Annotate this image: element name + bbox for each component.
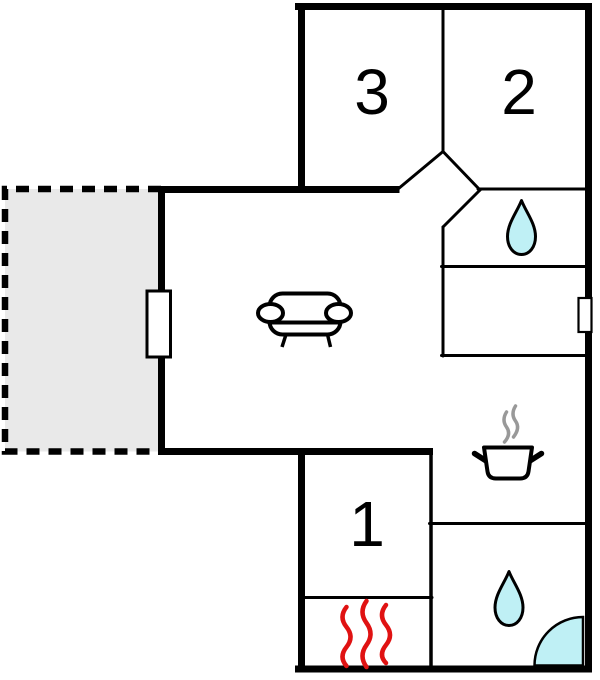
heat-wave-2 <box>360 598 373 670</box>
sofa-leg-left <box>280 333 288 348</box>
sauna-heat-icon <box>340 598 393 670</box>
heat-wave-1 <box>340 604 353 669</box>
interior-walls <box>301 6 589 668</box>
cooking-pot-icon <box>471 445 545 481</box>
shower-quarter-icon <box>533 615 585 667</box>
water-drop-icon-upper <box>506 199 537 256</box>
room-2-label: 2 <box>501 56 537 128</box>
water-drop-icon-lower <box>493 570 525 627</box>
door-icon <box>145 289 172 359</box>
pot-handle-right <box>527 450 545 464</box>
heat-wave-3 <box>379 602 393 666</box>
pot-body <box>482 445 534 481</box>
window-icon <box>577 296 593 334</box>
steam-wave-left <box>502 410 511 444</box>
wall-diagonal-lower <box>441 188 482 229</box>
sofa-armrest-left <box>256 302 285 324</box>
terrace-area <box>1 185 161 455</box>
room-3-label: 3 <box>354 56 390 128</box>
steam-icon <box>502 404 520 444</box>
steam-wave-right <box>511 404 520 439</box>
sofa-icon <box>256 291 353 348</box>
wall-diagonal-left <box>396 150 445 191</box>
pot-handle-left <box>471 450 489 464</box>
wall-diagonal-right <box>441 150 482 192</box>
sofa-leg-right <box>325 334 333 348</box>
sofa-armrest-right <box>324 302 353 324</box>
room-1-label: 1 <box>349 488 385 560</box>
